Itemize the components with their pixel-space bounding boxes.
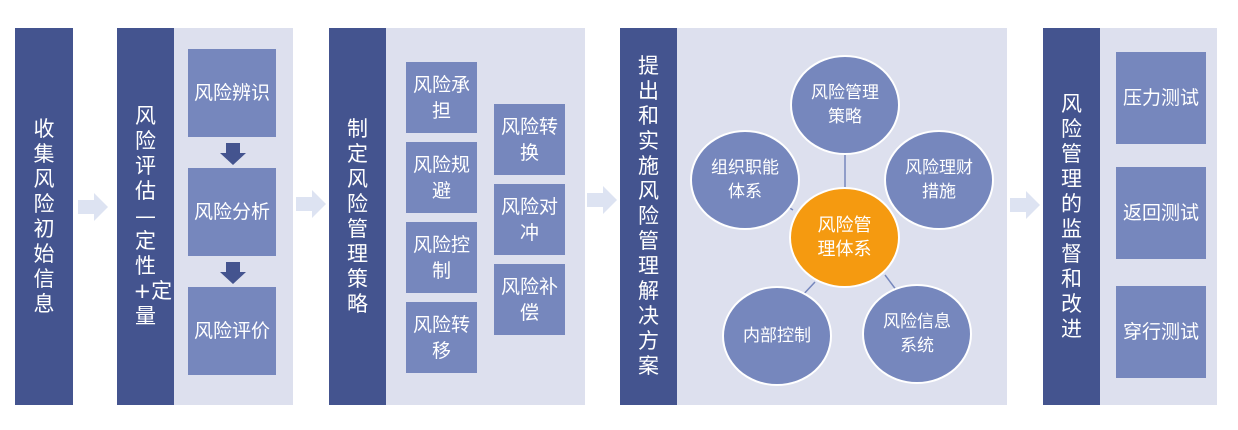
box-walkthrough-test: 穿行测试 <box>1116 286 1206 378</box>
box-risk-bearing: 风险承担 <box>406 62 477 133</box>
node-risk-info-system: 风险信息系统 <box>862 284 972 384</box>
box-risk-hedging: 风险对冲 <box>494 184 565 255</box>
arrow-right-icon <box>78 193 108 221</box>
node-internal-control: 内部控制 <box>722 286 832 386</box>
box-risk-control: 风险控制 <box>406 222 477 293</box>
monitoring-bar: 风险管理的监督和改进 <box>1043 28 1100 405</box>
node-org-function: 组织职能体系 <box>690 130 800 230</box>
box-risk-avoidance: 风险规避 <box>406 142 477 213</box>
collect-info-bar: 收集风险初始信息 <box>15 28 73 405</box>
arrow-right-icon <box>587 186 617 214</box>
collect-info-label: 收集风险初始信息 <box>33 116 55 316</box>
solution-bar: 提出和实施风险管理解决方案 <box>620 28 677 405</box>
box-risk-conversion: 风险转换 <box>494 104 565 175</box>
strategy-label: 制定风险管理策略 <box>347 116 368 316</box>
monitoring-label: 风险管理的监督和改进 <box>1061 91 1082 341</box>
solution-label: 提出和实施风险管理解决方案 <box>638 54 659 378</box>
risk-assessment-label: 风险评估—定性+定量 <box>133 104 173 328</box>
node-risk-finance: 风险理财措施 <box>884 130 994 230</box>
arrow-down-icon <box>220 143 246 165</box>
box-risk-compensation: 风险补偿 <box>494 264 565 335</box>
arrow-right-icon <box>296 190 326 218</box>
box-risk-identification: 风险辨识 <box>188 49 276 137</box>
strategy-bar: 制定风险管理策略 <box>329 28 386 405</box>
box-risk-analysis: 风险分析 <box>188 168 276 256</box>
arrow-right-icon <box>1010 191 1040 219</box>
node-risk-strategy: 风险管理策略 <box>790 55 900 155</box>
box-risk-transfer: 风险转移 <box>406 302 477 373</box>
box-stress-test: 压力测试 <box>1116 52 1206 144</box>
arrow-down-icon <box>220 262 246 284</box>
node-risk-management-system: 风险管理体系 <box>789 187 900 288</box>
box-risk-evaluation: 风险评价 <box>188 287 276 375</box>
box-back-test: 返回测试 <box>1116 167 1206 259</box>
risk-assessment-bar: 风险评估—定性+定量 <box>117 28 174 405</box>
